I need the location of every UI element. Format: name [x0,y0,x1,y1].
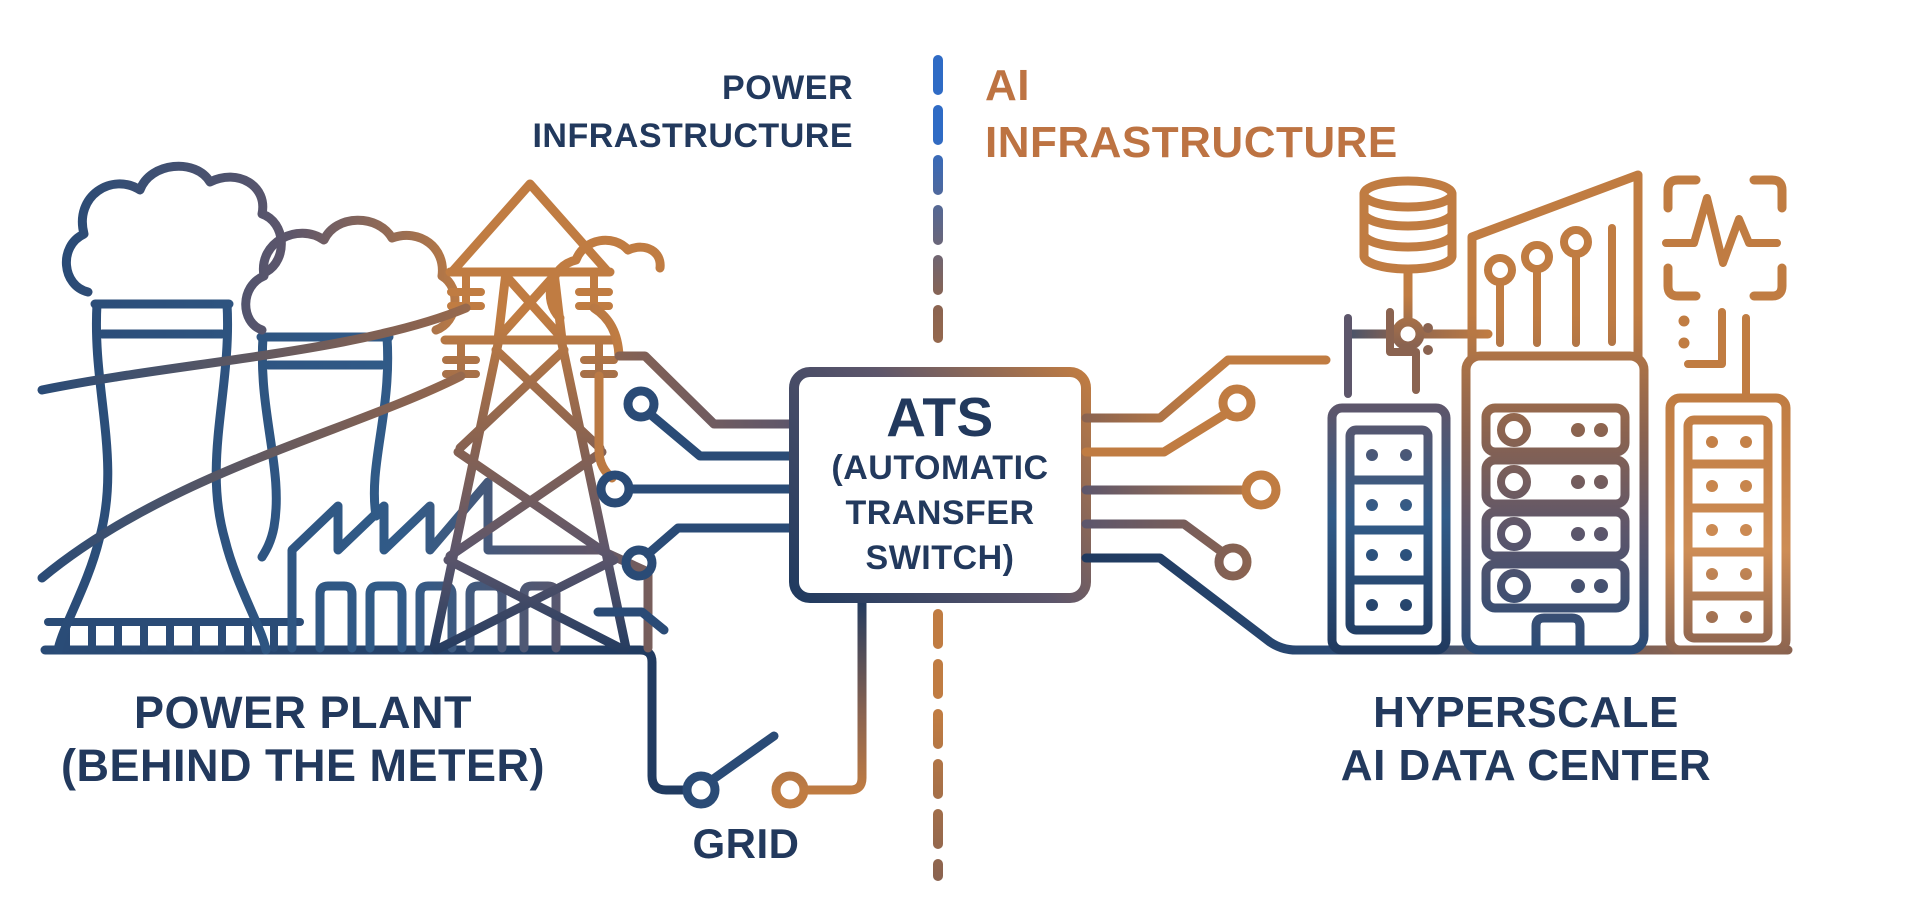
network-node [1391,317,1425,351]
power-plant-caption-line1: POWER PLANT [134,687,472,738]
trace-right-4 [1081,519,1227,557]
data-center-caption-line1: HYPERSCALE [1373,688,1679,737]
ats-box-icon [789,367,1091,603]
switch-node-left [682,771,720,809]
power-infrastructure-title: POWER INFRASTRUCTURE [532,64,853,160]
circuit-detail-left-icon [1344,308,1433,398]
ats-subtitle-line1: (AUTOMATIC [831,449,1049,487]
data-center-illustration [1327,170,1791,655]
data-center-caption-line2: AI DATA CENTER [1340,741,1712,790]
power-title-line2: INFRASTRUCTURE [532,117,853,155]
trace-node [621,545,657,581]
power-lines-icon [37,303,471,583]
ats-enclosure [789,367,1091,603]
trace-node [1218,384,1256,422]
server-rack-center-icon [1461,351,1649,655]
trace-left-1 [614,351,799,429]
transmission-tower-icon [429,179,631,655]
rack-door [1531,613,1585,655]
trace-right-1 [1081,355,1331,423]
circuit-detail-right-icon [1678,308,1750,398]
trace-left-2 [645,409,799,461]
circuit-traces-left-icon [589,303,799,635]
insulator-icon [442,268,618,378]
grid-switch-icon [682,593,867,809]
pulse-monitor-icon [1662,175,1787,301]
cooling-towers-icon [53,299,394,655]
circuit-traces-right-icon [1081,355,1793,655]
server-rack-left-icon [1327,403,1451,655]
power-plant-caption: POWER PLANT (BEHIND THE METER) [53,686,553,792]
trace-left-spur [593,607,669,635]
led-indicator [1509,581,1519,591]
ats-title: ATS [886,386,994,448]
data-center-caption: HYPERSCALE AI DATA CENTER [1276,686,1776,792]
trace-right-2 [1081,408,1232,457]
wire-to-trace [589,303,624,361]
smoke-icon [62,161,665,335]
power-plant-caption-line2: (BEHIND THE METER) [61,740,545,791]
ats-subtitle-line2: TRANSFER [845,494,1035,532]
power-plant-illustration [37,161,692,795]
trace-node [1241,470,1281,510]
database-icon [1359,176,1457,325]
wire-to-node [594,371,617,483]
server-rack-right-icon [1665,393,1791,655]
ai-title-line1: AI [985,61,1030,110]
ats-label: ATS (AUTOMATIC TRANSFER SWITCH) [794,388,1086,581]
switch-blade [707,731,779,785]
trace-node [1214,543,1252,581]
gpu-building-icon [1467,170,1643,361]
switch-to-ats-line [799,593,867,795]
power-title-line1: POWER [722,69,853,107]
trace-right-5-ground [1081,553,1793,655]
trace-left-4 [643,523,799,559]
ats-subtitle-line3: SWITCH) [865,539,1015,577]
grid-label: GRID [692,820,800,867]
ai-infrastructure-title: AI INFRASTRUCTURE [985,57,1398,171]
ai-title-line2: INFRASTRUCTURE [985,118,1398,167]
trace-node [623,386,659,422]
